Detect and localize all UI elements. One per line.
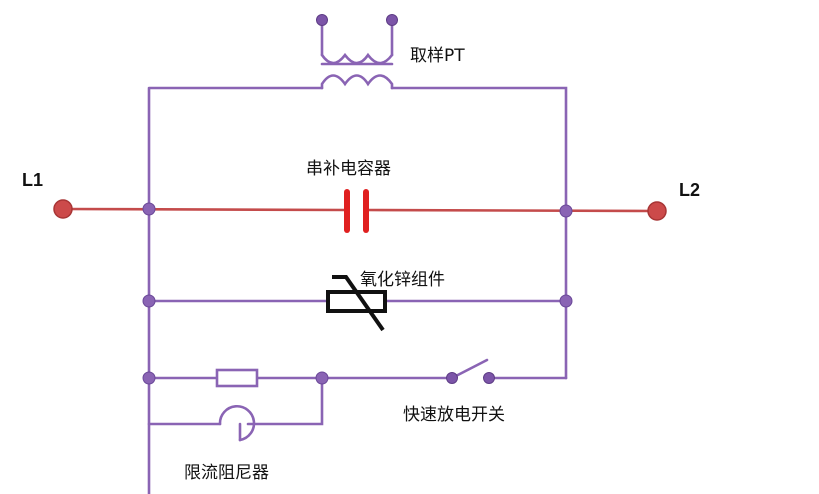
node-left-discharge (142, 371, 156, 385)
main-line-left (62, 207, 347, 212)
main-line-right (365, 208, 658, 213)
pt-secondary-pin-left (316, 14, 328, 26)
zno-branch: 氧化锌组件 (147, 270, 568, 332)
pt-secondary-pin-right (386, 14, 398, 26)
node-left-zno (142, 294, 156, 308)
zno-varistor-slash (332, 275, 385, 332)
terminal-l2-bus (647, 201, 667, 221)
pt-branch-wire (147, 86, 568, 494)
fast-switch-contact-right (483, 372, 495, 384)
terminal-l2-label: L2 (679, 180, 700, 200)
terminal-l1-label: L1 (22, 170, 43, 190)
pt-primary-winding (320, 74, 394, 90)
node-right-main (559, 204, 573, 218)
sampling-pt-label: 取样PT (410, 46, 465, 66)
damping-loop-wire (147, 376, 324, 426)
terminal-l1-bus (53, 199, 73, 219)
discharge-branch: 快速放电开关 限流阻尼器 (147, 358, 568, 483)
damping-reactor-coil (218, 404, 256, 442)
sampling-pt-branch: 取样PT (147, 14, 568, 494)
main-line-branch: 串补电容器 L1 L2 (22, 159, 700, 233)
fast-switch-contact-left (446, 372, 458, 384)
damping-resistor-label: 限流阻尼器 (184, 463, 269, 483)
junction-nodes (142, 202, 573, 385)
pt-secondary-leads (320, 18, 394, 57)
zno-assembly-label: 氧化锌组件 (360, 270, 445, 290)
fast-switch-blade (450, 358, 489, 380)
node-right-zno (559, 294, 573, 308)
pt-secondary-winding (320, 52, 394, 65)
node-damping-junction (315, 371, 329, 385)
node-left-main (142, 202, 156, 216)
series-capacitor-label: 串补电容器 (306, 159, 391, 179)
fast-discharge-switch-label: 快速放电开关 (403, 405, 505, 425)
damping-resistor-body (215, 368, 259, 388)
